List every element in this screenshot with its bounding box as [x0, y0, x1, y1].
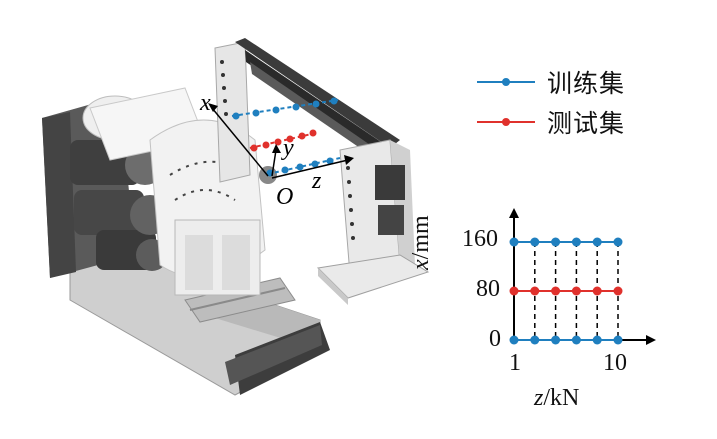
series-train-point	[592, 335, 602, 345]
series-test-point	[530, 286, 540, 296]
legend: 训练集 测试集	[477, 62, 697, 142]
x-tick-1: 1	[509, 350, 521, 376]
y-axis-unit: /mm	[408, 215, 434, 260]
legend-train-marker	[477, 78, 535, 86]
series-test-point	[551, 286, 561, 296]
series-train-point	[592, 237, 602, 247]
legend-test-label: 测试集	[547, 109, 626, 138]
x-axis-label: z/kN	[534, 385, 579, 412]
legend-train-label: 训练集	[547, 69, 626, 98]
series-train-point	[613, 335, 623, 345]
series-test-point	[571, 286, 581, 296]
y-axis-var: x	[408, 259, 434, 270]
y-axis-arrow	[509, 208, 519, 218]
machine-z-axis	[271, 159, 349, 179]
machine-y-axis	[271, 149, 277, 177]
legend-test-marker	[477, 118, 535, 126]
series-test-point	[613, 286, 623, 296]
legend-item-train: 训练集	[477, 62, 697, 102]
y-axis-label: x/mm	[408, 150, 435, 270]
series-train-point	[613, 237, 623, 247]
x-tick-10: 10	[603, 350, 627, 376]
y-tick-80: 80	[476, 276, 500, 302]
series-train-point	[551, 237, 561, 247]
series-train-point	[530, 237, 540, 247]
machine-x-label: x	[199, 90, 211, 116]
series-train-point	[530, 335, 540, 345]
machine-y-label: y	[281, 135, 294, 161]
y-tick-0: 0	[489, 326, 501, 352]
sampling-chart	[509, 208, 656, 345]
series-test-point	[509, 286, 519, 296]
series-train-point	[571, 237, 581, 247]
series-train-point	[551, 335, 561, 345]
right-column	[316, 139, 430, 305]
sample-grid	[208, 97, 354, 179]
x-axis-arrow	[646, 335, 656, 345]
x-axis-unit: /kN	[543, 385, 580, 411]
series-train-point	[571, 335, 581, 345]
machine-z-label: z	[311, 168, 322, 194]
x-axis-var: z	[534, 385, 544, 411]
left-column	[214, 41, 251, 183]
white-drums	[82, 87, 277, 296]
series-train-point	[509, 237, 519, 247]
legend-item-test: 测试集	[477, 102, 697, 142]
series-train-point	[509, 335, 519, 345]
machine-x-axis	[211, 107, 269, 177]
series-test-point	[592, 286, 602, 296]
machine-origin-label: O	[276, 184, 293, 210]
y-tick-160: 160	[462, 226, 498, 252]
